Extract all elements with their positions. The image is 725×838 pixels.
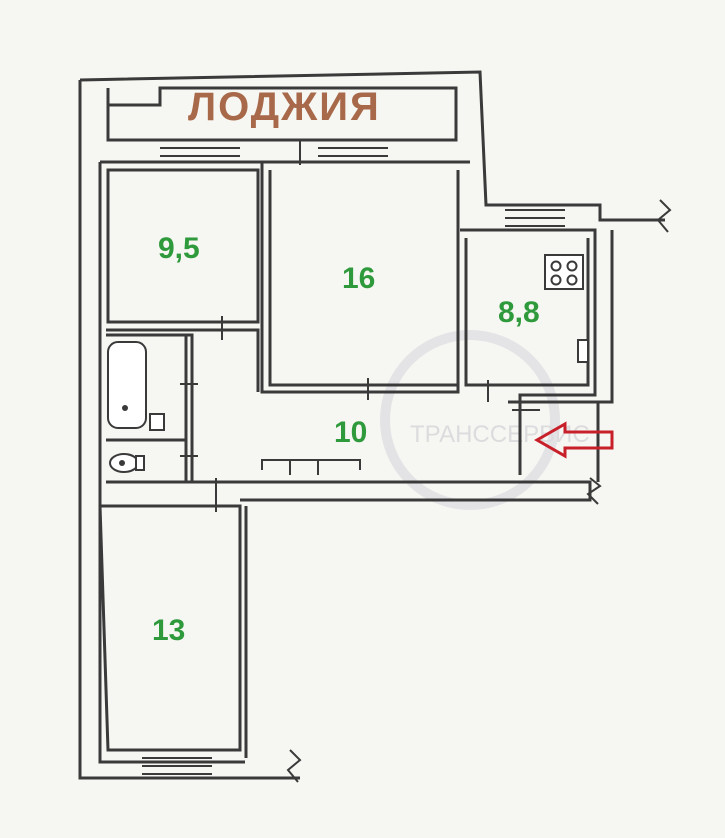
- living-room-walls: [260, 162, 460, 394]
- bedroom-large-walls: [98, 504, 248, 758]
- break-marks: [286, 199, 672, 783]
- stove-icon: [544, 254, 584, 290]
- doors: [180, 140, 540, 512]
- bedroom-small-walls: [106, 168, 260, 324]
- bathroom-walls: [106, 328, 258, 484]
- sink-icon: [577, 339, 589, 363]
- room-label-bedroom-large: 13: [152, 614, 185, 647]
- break-mark-middle: [586, 477, 602, 505]
- toilet-icon: [109, 453, 145, 473]
- hall-wardrobe: [261, 459, 361, 475]
- loggia-outline: [106, 86, 458, 142]
- kitchen-walls: [460, 228, 614, 475]
- washbasin-icon: [149, 413, 165, 431]
- watermark-logo-icon: [380, 330, 560, 510]
- window-living-room: [318, 139, 388, 157]
- entrance-arrow-icon: [533, 421, 614, 459]
- window-bedroom-small: [160, 139, 240, 157]
- outer-wall: [78, 70, 665, 780]
- room-label-kitchen: 8,8: [498, 296, 540, 329]
- room-label-living-room: 16: [342, 262, 375, 295]
- window-kitchen: [505, 209, 565, 227]
- break-mark-top: [656, 199, 672, 233]
- room-label-hall: 10: [334, 416, 367, 449]
- walls: [78, 70, 665, 780]
- outer-wall-inner: [98, 162, 245, 764]
- hall-walls: [192, 328, 592, 502]
- bathtub-icon: [107, 341, 147, 429]
- windows: [142, 139, 565, 775]
- watermark: ТРАНССЕРВИС: [380, 330, 590, 510]
- break-mark-bottom: [286, 749, 302, 783]
- loggia-label: ЛОДЖИЯ: [188, 85, 381, 129]
- window-bedroom-large: [142, 757, 212, 775]
- room-label-bedroom-small: 9,5: [158, 232, 200, 265]
